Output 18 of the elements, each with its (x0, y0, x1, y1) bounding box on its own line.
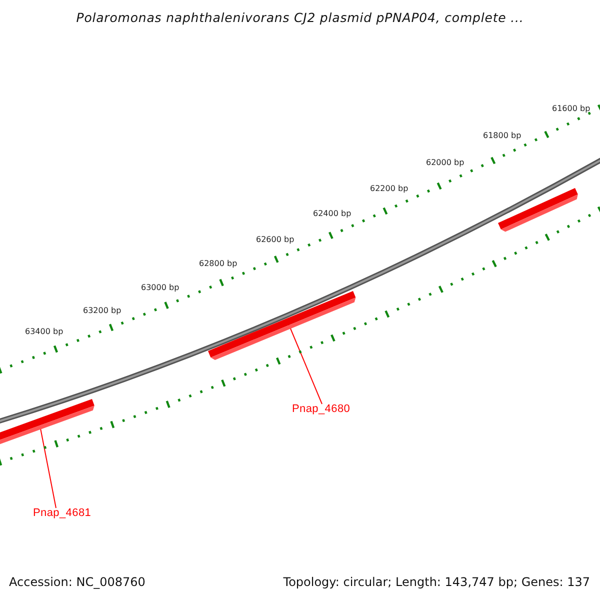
scale-label: 62200 bp (370, 184, 408, 193)
map-title: Polaromonas naphthalenivorans CJ2 plasmid pPNAP04, complete ... (75, 10, 525, 25)
gene-label: Pnap_4681 (33, 507, 92, 519)
gene-bar (498, 188, 578, 232)
scale-label: 62600 bp (256, 235, 294, 244)
scale-label: 62400 bp (313, 209, 352, 218)
scale-label: 61800 bp (483, 131, 522, 140)
scale-label: 63400 bp (25, 327, 64, 336)
topology-text: Topology: circular; Length: 143,747 bp; Genes: 137 (283, 575, 590, 589)
scale-label: 62800 bp (199, 259, 238, 268)
gene-bar (0, 399, 94, 446)
gene-label: Pnap_4680 (292, 403, 350, 415)
accession-text: Accession: NC_008760 (9, 575, 146, 589)
gene-bar (208, 291, 356, 360)
scale-label: 63200 bp (83, 306, 122, 315)
scale-label: 62000 bp (426, 158, 464, 167)
scale-label: 63000 bp (141, 283, 180, 292)
scale-label: 61600 bp (552, 104, 590, 113)
